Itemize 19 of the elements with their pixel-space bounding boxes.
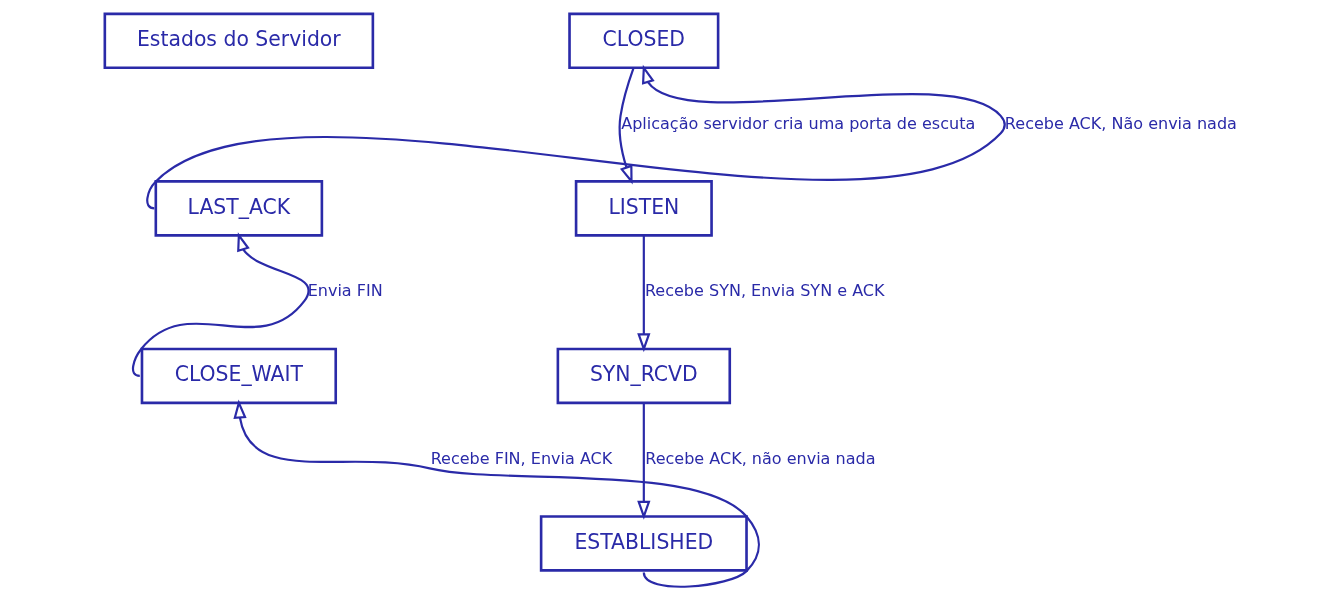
node-box: SYN_RCVD [556, 347, 732, 405]
edge-label: Recebe ACK, não envia nada [645, 448, 876, 468]
edge-label: Aplicação servidor cria uma porta de escuta [621, 113, 976, 133]
arrow [637, 235, 651, 353]
edge-label: Envia FIN [307, 281, 383, 301]
node-box: ESTABLISHED [539, 515, 748, 572]
arrow [146, 64, 1005, 210]
arrow [637, 403, 651, 520]
node-box: LAST_ACK [154, 180, 324, 237]
node-box: LISTEN [574, 180, 713, 237]
edge-label: Recebe ACK, Não envia nada [1004, 113, 1237, 133]
arrow [233, 399, 760, 588]
edge-label: Recebe FIN, Envia ACK [430, 448, 613, 468]
node-box: CLOSE_WAIT [140, 347, 338, 405]
arrow [132, 232, 310, 377]
node-box: CLOSED [568, 12, 720, 70]
edge-label: Recebe SYN, Envia SYN e ACK [644, 281, 885, 301]
node-box: Estados do Servidor [103, 12, 375, 70]
arrow [618, 68, 635, 185]
